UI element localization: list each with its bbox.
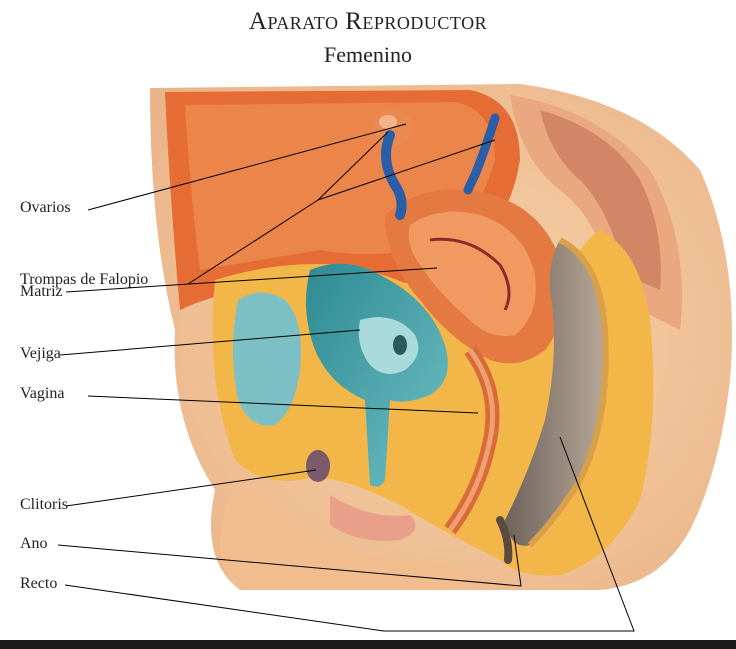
label-clitoris: Clitoris bbox=[20, 496, 68, 514]
label-vagina: Vagina bbox=[20, 385, 64, 403]
label-vejiga: Vejiga bbox=[20, 345, 61, 363]
label-ovarios: Ovarios bbox=[20, 199, 71, 217]
bottom-rule bbox=[0, 640, 736, 649]
label-recto: Recto bbox=[20, 575, 57, 593]
label-ano: Ano bbox=[20, 535, 48, 553]
label-matriz: Matriz bbox=[20, 283, 63, 301]
clitoris-structure bbox=[306, 450, 330, 482]
bladder-opening bbox=[393, 335, 407, 355]
